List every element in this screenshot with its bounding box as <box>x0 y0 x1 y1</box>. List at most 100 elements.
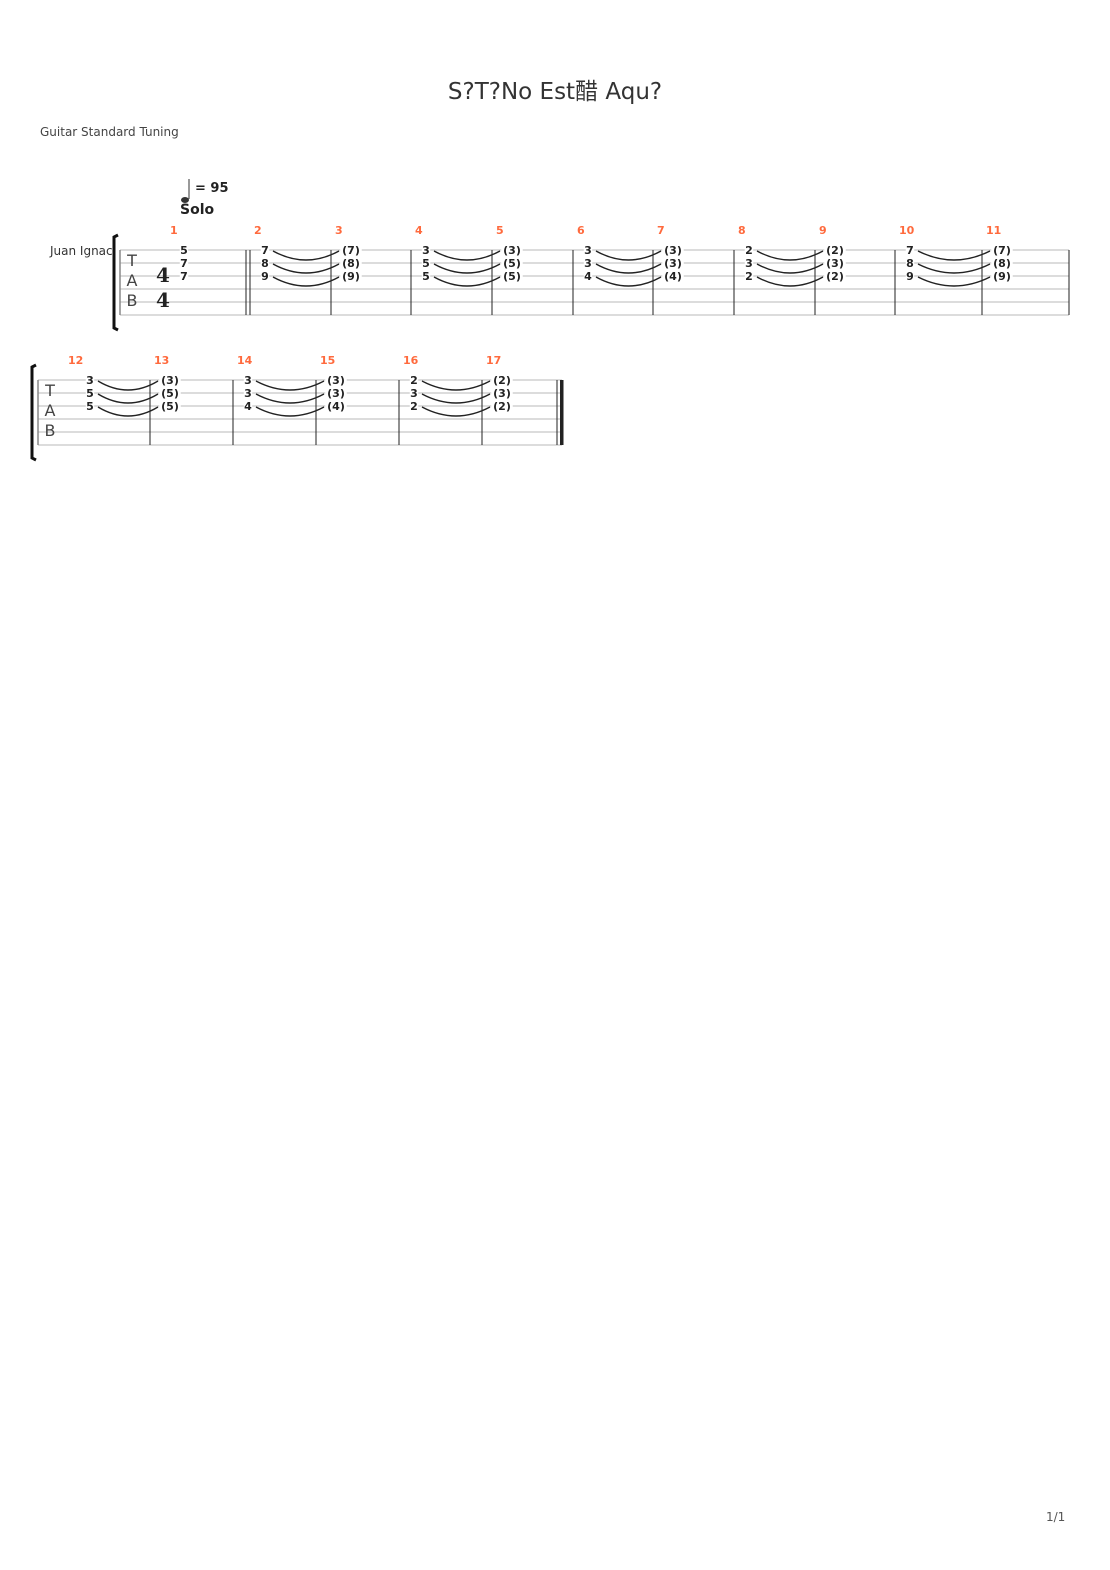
measure-number: 2 <box>254 224 262 237</box>
fret-number: 2 <box>745 244 753 257</box>
song-title: S?T?No Est醋 Aqu? <box>447 79 663 105</box>
quarter-note-head-icon <box>181 197 189 203</box>
note-background <box>744 245 754 255</box>
fret-number: (2) <box>493 400 511 413</box>
fret-number: 7 <box>261 244 269 257</box>
note-background <box>325 375 347 385</box>
measure-number: 4 <box>415 224 423 237</box>
page-number: 1/1 <box>1046 1510 1066 1524</box>
fret-number: 3 <box>745 257 753 270</box>
tab-clef-letter: B <box>45 421 56 440</box>
fret-number: (9) <box>342 270 360 283</box>
tuning-label: Guitar Standard Tuning <box>40 125 179 139</box>
fret-number: 4 <box>584 270 592 283</box>
measure-number: 10 <box>899 224 915 237</box>
time-signature-bottom: 4 <box>156 288 170 312</box>
fret-number: 5 <box>86 387 94 400</box>
tie-arc <box>756 276 824 287</box>
note-background <box>85 375 95 385</box>
note-background <box>243 401 253 411</box>
tie-arc <box>756 263 824 274</box>
note-background <box>421 271 431 281</box>
measure-number: 6 <box>577 224 585 237</box>
fret-number: (8) <box>993 257 1011 270</box>
fret-number: 3 <box>244 374 252 387</box>
note-background <box>260 271 270 281</box>
note-background <box>491 375 513 385</box>
note-background <box>583 271 593 281</box>
tie-arc <box>433 276 501 287</box>
fret-number: (3) <box>327 374 345 387</box>
fret-number: 7 <box>180 257 188 270</box>
note-background <box>991 258 1013 268</box>
tie-arc <box>421 406 491 417</box>
note-background <box>583 245 593 255</box>
note-background <box>991 271 1013 281</box>
note-background <box>243 388 253 398</box>
measure-number: 5 <box>496 224 504 237</box>
measure-number: 17 <box>486 354 501 367</box>
fret-number: (5) <box>503 257 521 270</box>
note-background <box>421 245 431 255</box>
tie-arc <box>255 393 325 404</box>
note-background <box>491 388 513 398</box>
note-background <box>409 375 419 385</box>
note-background <box>179 245 189 255</box>
tie-arc <box>756 250 824 261</box>
note-background <box>905 271 915 281</box>
fret-number: (2) <box>826 244 844 257</box>
tab-clef-letter: A <box>127 271 138 290</box>
fret-number: (3) <box>327 387 345 400</box>
note-background <box>501 245 523 255</box>
fret-number: (2) <box>493 374 511 387</box>
tie-arc <box>433 250 501 261</box>
tab-clef-letter: B <box>127 291 138 310</box>
system-bracket <box>30 363 37 462</box>
fret-number: (7) <box>993 244 1011 257</box>
measure-number: 3 <box>335 224 343 237</box>
note-background <box>159 401 181 411</box>
note-background <box>243 375 253 385</box>
fret-number: 8 <box>906 257 914 270</box>
tie-arc <box>433 263 501 274</box>
tie-arc <box>255 406 325 417</box>
fret-number: 9 <box>906 270 914 283</box>
measure-number: 8 <box>738 224 746 237</box>
fret-number: (4) <box>664 270 682 283</box>
note-background <box>662 245 684 255</box>
tie-arc <box>421 380 491 391</box>
fret-number: 3 <box>584 244 592 257</box>
note-background <box>662 258 684 268</box>
fret-number: 7 <box>906 244 914 257</box>
fret-number: 8 <box>261 257 269 270</box>
fret-number: (3) <box>664 257 682 270</box>
measure-number: 14 <box>237 354 253 367</box>
fret-number: 3 <box>86 374 94 387</box>
note-background <box>744 271 754 281</box>
fret-number: (3) <box>503 244 521 257</box>
time-signature-top: 4 <box>156 263 170 287</box>
note-background <box>179 258 189 268</box>
tie-arc <box>421 393 491 404</box>
fret-number: 7 <box>180 270 188 283</box>
note-background <box>85 388 95 398</box>
fret-number: 5 <box>422 257 430 270</box>
note-background <box>260 258 270 268</box>
note-background <box>991 245 1013 255</box>
note-background <box>583 258 593 268</box>
note-background <box>325 388 347 398</box>
note-background <box>340 271 362 281</box>
note-background <box>824 245 846 255</box>
note-background <box>325 401 347 411</box>
tempo-value: = 95 <box>195 181 229 196</box>
tab-clef-letter: A <box>45 401 56 420</box>
note-background <box>340 258 362 268</box>
note-background <box>421 258 431 268</box>
note-background <box>85 401 95 411</box>
fret-number: (9) <box>993 270 1011 283</box>
fret-number: (2) <box>826 270 844 283</box>
track-name: Juan Ignac <box>49 244 113 258</box>
measure-number: 13 <box>154 354 169 367</box>
tie-arc <box>255 380 325 391</box>
